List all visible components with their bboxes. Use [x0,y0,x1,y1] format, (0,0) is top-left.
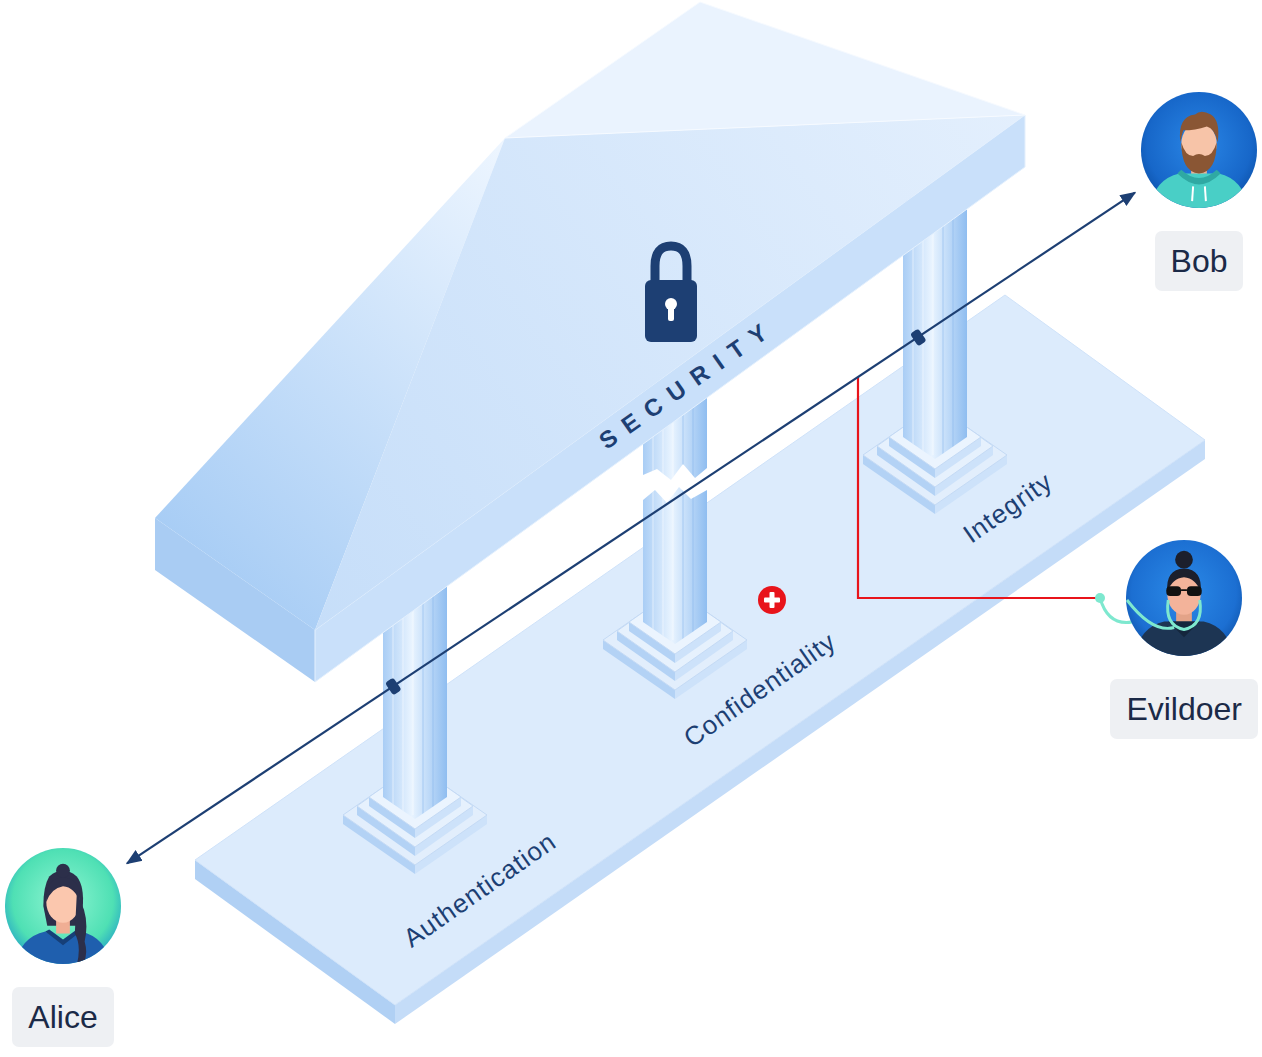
pillar-label: Authentication [398,826,562,954]
roof [155,2,1025,682]
connection-point [385,328,927,695]
name-label: Evildoer [1110,679,1258,739]
broken-badge [758,586,786,614]
evildoer-avatar [1125,539,1243,657]
alice-avatar [4,847,122,965]
pillar-label: Confidentiality [678,626,842,754]
pillar-label: Integrity [957,466,1058,550]
name-label: Bob [1155,231,1244,291]
lock-icon [645,246,697,342]
bob-avatar [1140,91,1258,209]
name-label: Alice [12,987,113,1047]
roof-title: SECURITY [594,312,782,456]
person-node: Bob [1140,91,1258,291]
message-arrow [127,193,1135,864]
wiretap-line [858,377,1132,623]
person-node: Evildoer [1110,539,1258,739]
person-node: Alice [4,847,122,1047]
